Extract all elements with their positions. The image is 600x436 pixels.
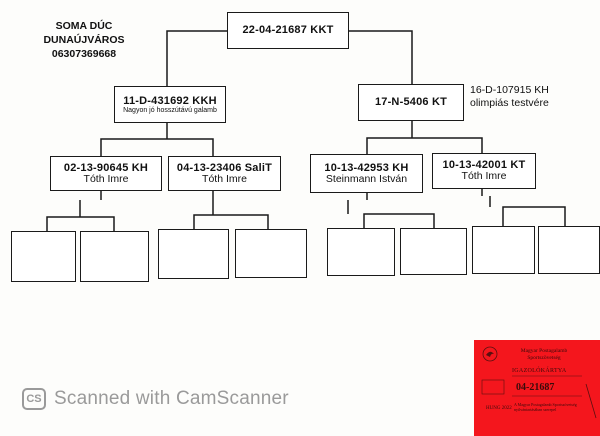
gp3-ring: 10-13-42953 KH [324,161,409,174]
stamp-card-title: IGAZOLÓKÁRTYA [512,368,567,374]
gp4-breeder: Tóth Imre [461,170,507,183]
great-grandparent-box-7 [472,226,535,274]
stamp-ring-number: 04-21687 [516,382,555,393]
stamp-country-year: HUNG 2022 [486,406,512,411]
subject-pigeon-box: 22-04-21687 KKT [227,12,349,49]
great-grandparent-box-6 [400,228,467,275]
great-grandparent-box-4 [235,229,307,278]
dam-box: 17-N-5406 KT [358,84,464,121]
stamp-emblem-icon [481,346,597,419]
stamp-fine-print: A Magyar Postagalamb Sportszövetség nyil… [514,402,577,412]
dam-side-text: olimpiás testvére [470,97,549,110]
camscanner-watermark: CS Scanned with CamScanner [22,388,289,410]
gp2-ring: 04-13-23406 SaliT [176,161,273,174]
grandparent-box-3: 10-13-42953 KH Steinmann István [310,154,423,193]
dam-ring: 17-N-5406 KT [374,96,448,109]
sire-note: Nagyon jó hosszútávú galamb [123,106,217,114]
owner-city: DUNAÚJVÁROS [43,34,125,47]
owner-name: SOMA DÚC [55,20,113,32]
stamp-federation: Magyar Postagalamb Sportszövetség [520,348,568,361]
great-grandparent-box-1 [11,231,76,282]
camscanner-logo-icon: CS [22,388,46,410]
gp3-breeder: Steinmann István [325,172,408,185]
grandparent-box-4: 10-13-42001 KT Tóth Imre [432,153,536,189]
owner-phone: 06307369668 [51,48,117,61]
camscanner-text: Scanned with CamScanner [54,388,289,409]
great-grandparent-box-2 [80,231,149,282]
owner-info: SOMA DÚC DUNAÚJVÁROS 06307369668 [38,19,130,62]
registration-card-stamp: Magyar Postagalamb Sportszövetség IGAZOL… [474,340,600,436]
grandparent-box-1: 02-13-90645 KH Tóth Imre [50,156,162,191]
great-grandparent-box-5 [327,228,395,276]
dam-side-ring: 16-D-107915 KH [470,84,549,96]
subject-ring: 22-04-21687 KKT [242,24,334,37]
grandparent-box-2: 04-13-23406 SaliT Tóth Imre [168,156,281,191]
gp2-breeder: Tóth Imre [202,172,247,185]
gp1-breeder: Tóth Imre [83,172,129,185]
great-grandparent-box-3 [158,229,229,279]
dam-side-note: 16-D-107915 KH olimpiás testvére [470,84,549,110]
gp4-ring: 10-13-42001 KT [442,159,526,172]
gp1-ring: 02-13-90645 KH [63,161,149,174]
great-grandparent-box-8 [538,226,600,274]
sire-box: 11-D-431692 KKH Nagyon jó hosszútávú gal… [114,86,226,123]
sire-ring: 11-D-431692 KKH [123,94,217,107]
